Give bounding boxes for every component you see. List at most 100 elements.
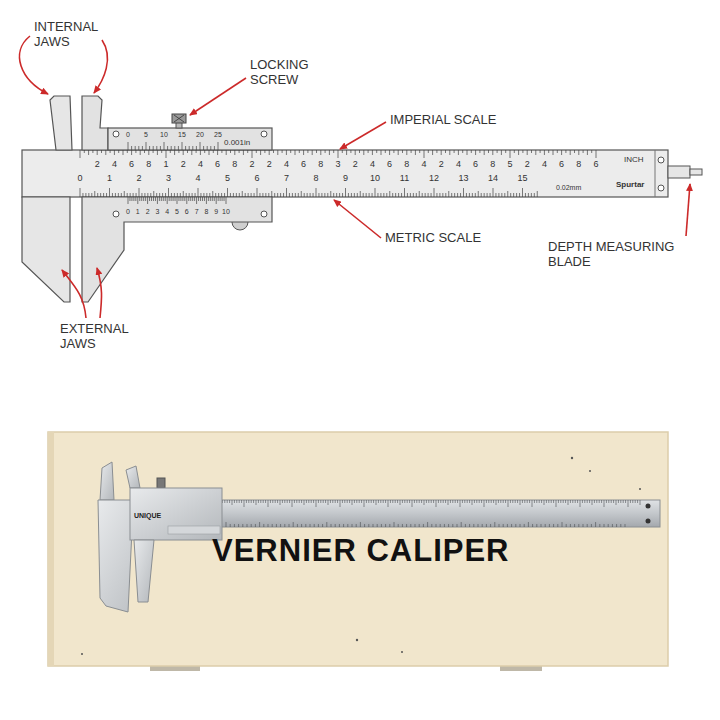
scale-tick: [186, 197, 187, 204]
vernier-number: 0: [126, 131, 130, 138]
board-spot: [589, 470, 591, 472]
scale-tick: [133, 193, 134, 197]
scale-tick: [254, 193, 255, 197]
scale-tick: [505, 150, 506, 153]
leader-arrows: [20, 36, 690, 318]
scale-tick: [527, 150, 528, 155]
scale-tick: [163, 197, 164, 201]
screw: [113, 131, 119, 137]
scale-tick: [321, 193, 322, 197]
photo-scale-tick: [415, 524, 416, 527]
photo-scale-tick: [335, 500, 336, 503]
photo-scale-tick: [623, 500, 624, 503]
scale-tick: [415, 150, 416, 155]
photo-scale-tick: [457, 500, 458, 503]
scale-tick: [535, 150, 536, 155]
photo-scale-tick: [428, 500, 429, 503]
photo-scale-tick: [292, 500, 293, 507]
scale-tick: [187, 150, 188, 153]
scale-tick: [336, 193, 337, 197]
scale-tick: [133, 197, 134, 201]
photo-scale-tick: [431, 524, 432, 527]
photo-scale-tick: [256, 500, 257, 505]
scale-tick: [221, 193, 222, 197]
photo-scale-tick: [465, 524, 466, 527]
photo-scale-tick: [301, 524, 302, 527]
photo-scale-tick: [616, 500, 617, 505]
moving-external-jaw: [82, 197, 272, 302]
scale-tick: [402, 150, 403, 153]
scale-tick: [200, 197, 201, 201]
scale-tick: [80, 188, 81, 197]
scale-tick: [230, 193, 231, 197]
photo-scale-tick: [601, 500, 602, 503]
scale-tick: [432, 150, 433, 155]
scale-tick: [516, 193, 517, 197]
photo-scale-tick: [397, 500, 398, 503]
photo-scale-tick: [517, 500, 518, 503]
scale-tick: [282, 150, 283, 153]
scale-tick: [224, 197, 225, 201]
photo-scale-tick: [490, 524, 491, 527]
scale-tick: [392, 193, 393, 197]
photo-scale-tick: [376, 500, 377, 505]
scale-tick: [220, 197, 221, 201]
photo-scale-tick: [500, 500, 501, 503]
scale-tick: [184, 197, 185, 201]
vernier-number: 5: [175, 208, 179, 215]
photo-scale-tick: [289, 524, 290, 527]
scale-tick: [534, 193, 535, 197]
scale-tick: [283, 193, 284, 197]
scale-tick: [495, 193, 496, 197]
vernier-number: 25: [214, 131, 222, 138]
scale-tick: [419, 150, 420, 153]
scale-tick: [471, 150, 472, 153]
scale-tick: [177, 197, 178, 204]
scale-tick: [138, 146, 139, 150]
photo-scale-tick: [440, 524, 441, 527]
scale-tick: [114, 150, 115, 155]
photo-scale-tick: [356, 524, 357, 527]
scale-tick: [404, 188, 405, 197]
scale-tick: [123, 150, 124, 155]
scale-tick: [445, 193, 446, 197]
scale-tick: [351, 193, 352, 197]
scale-tick: [131, 150, 132, 155]
photo-scale-tick: [255, 524, 256, 527]
photo-scale-tick: [515, 524, 516, 527]
scale-tick: [191, 150, 192, 155]
photo-scale-tick: [389, 524, 390, 527]
scale-tick: [345, 188, 346, 197]
metric-number: 2: [136, 174, 141, 183]
scale-tick: [92, 150, 93, 153]
scale-tick: [206, 193, 207, 197]
scale-tick: [389, 191, 390, 197]
scale-tick: [209, 193, 210, 197]
imperial-number: 6: [387, 160, 392, 169]
scale-tick: [385, 150, 386, 153]
photo-scale-tick: [503, 500, 504, 503]
scale-tick: [286, 188, 287, 197]
scale-tick: [80, 150, 81, 158]
scale-tick: [333, 193, 334, 197]
vernier-number: 5: [144, 131, 148, 138]
photo-scale-tick: [241, 500, 242, 503]
photo-scale-tick: [229, 500, 230, 503]
photo-scale-tick: [318, 500, 319, 503]
photo-scale-tick: [410, 524, 411, 527]
scale-tick: [183, 150, 184, 155]
photo-scale-tick: [294, 500, 295, 503]
scale-tick: [185, 146, 186, 150]
scale-tick: [292, 193, 293, 197]
scale-tick: [439, 193, 440, 197]
board-spot: [571, 457, 573, 459]
metric-number: 14: [488, 174, 498, 183]
scale-tick: [333, 150, 334, 153]
scale-tick: [196, 146, 197, 150]
scale-tick: [156, 146, 157, 150]
scale-tick: [355, 150, 356, 155]
scale-tick: [168, 188, 169, 197]
scale-tick: [188, 197, 189, 201]
scale-tick: [147, 197, 148, 204]
imperial-number: 4: [456, 160, 461, 169]
